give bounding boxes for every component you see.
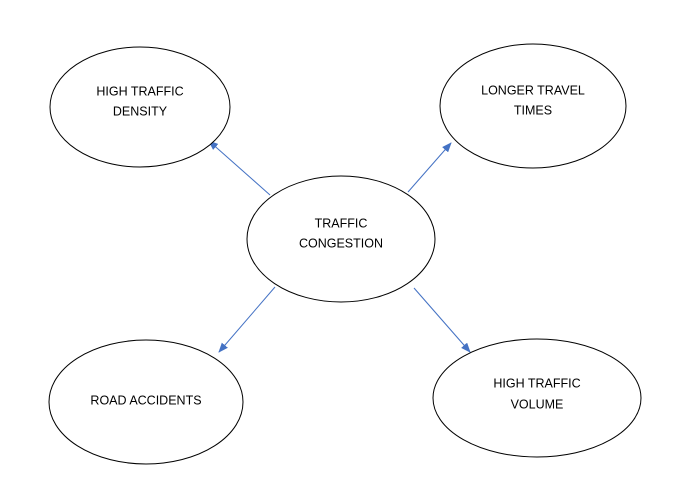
node-label-line1: HIGH TRAFFIC xyxy=(493,376,580,390)
node-label-line2: TIMES xyxy=(514,103,552,117)
node-traffic-congestion: TRAFFIC CONGESTION xyxy=(246,175,436,303)
node-ellipse xyxy=(48,339,244,465)
node-ellipse xyxy=(49,46,231,168)
arrow-to-high-traffic-density xyxy=(208,140,271,196)
node-longer-travel-times: LONGER TRAVEL TIMES xyxy=(439,43,627,169)
node-label-line2: DENSITY xyxy=(113,104,168,118)
node-label-line1: TRAFFIC xyxy=(315,216,368,230)
node-road-accidents: ROAD ACCIDENTS xyxy=(48,339,244,465)
node-label-line2: VOLUME xyxy=(511,397,564,411)
arrow-to-road-accidents xyxy=(218,286,276,353)
node-high-traffic-density: HIGH TRAFFIC DENSITY xyxy=(49,46,231,168)
arrow-to-longer-travel-times xyxy=(407,142,452,193)
node-label-line1: ROAD ACCIDENTS xyxy=(90,393,201,407)
node-label-line2: CONGESTION xyxy=(299,236,383,250)
node-label-line1: LONGER TRAVEL xyxy=(481,83,585,97)
node-label-line1: HIGH TRAFFIC xyxy=(96,84,183,98)
arrow-to-high-traffic-volume xyxy=(413,287,471,353)
node-ellipse xyxy=(432,338,642,458)
node-ellipse xyxy=(246,175,436,303)
node-high-traffic-volume: HIGH TRAFFIC VOLUME xyxy=(432,338,642,458)
node-ellipse xyxy=(439,43,627,169)
